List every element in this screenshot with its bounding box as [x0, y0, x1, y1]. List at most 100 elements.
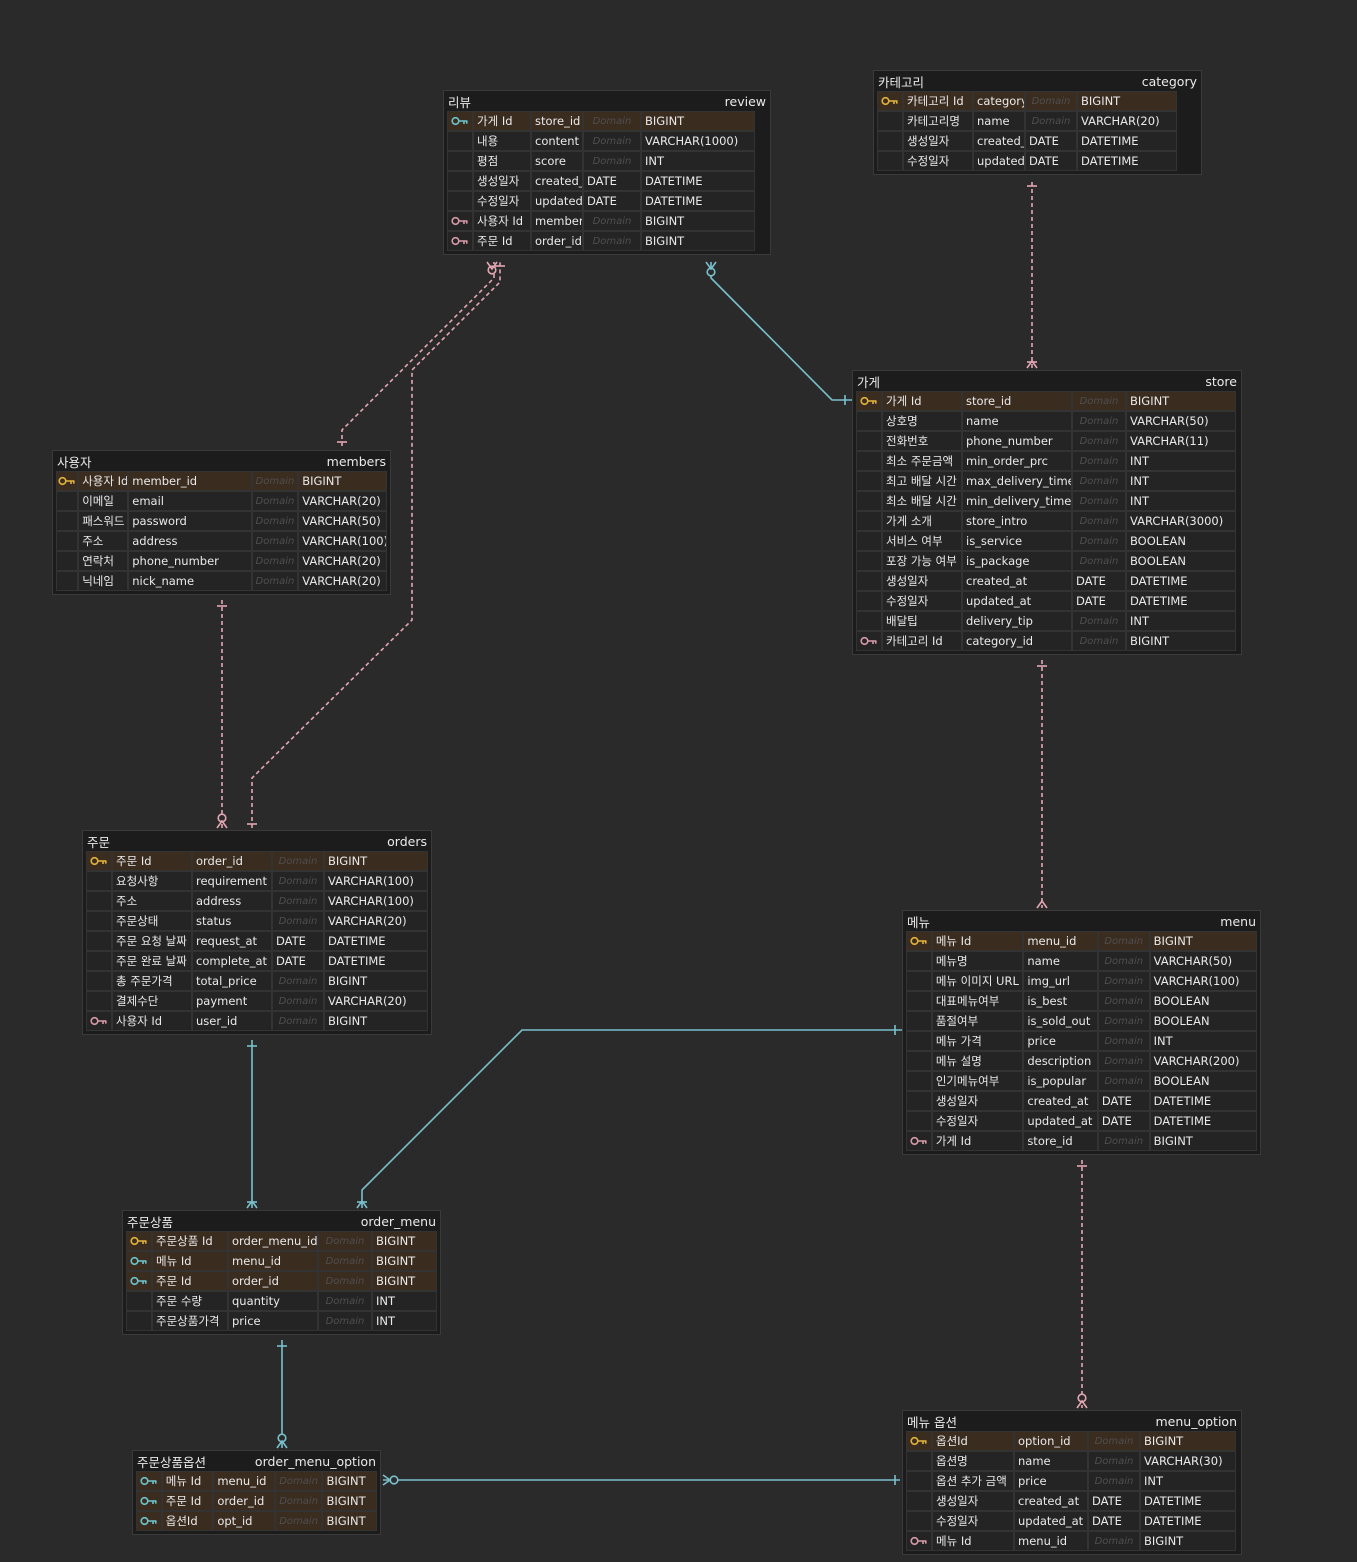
attribute-domain: Domain — [318, 1291, 372, 1311]
attribute-type: DATETIME — [1126, 571, 1236, 591]
attribute-domain: Domain — [1072, 491, 1126, 511]
attribute-type: BIGINT — [1126, 631, 1236, 651]
entity-physical-name: menu — [1220, 913, 1256, 929]
foreign-key-icon — [856, 631, 882, 651]
attribute-domain: Domain — [1097, 1051, 1150, 1071]
primary-key-icon — [126, 1231, 152, 1251]
attribute-logical-name: 메뉴 Id — [932, 1531, 1014, 1551]
cardinality-many-mark — [486, 261, 498, 271]
key-slot — [856, 591, 882, 611]
attribute-domain: DATE — [1097, 1091, 1150, 1111]
attribute-domain: Domain — [583, 231, 641, 251]
attribute-type: VARCHAR(20) — [1077, 111, 1177, 131]
attribute-type: INT — [372, 1311, 437, 1331]
attribute-type: BIGINT — [298, 471, 387, 491]
attribute-domain: DATE — [1088, 1491, 1140, 1511]
attribute-domain: Domain — [1097, 1031, 1150, 1051]
